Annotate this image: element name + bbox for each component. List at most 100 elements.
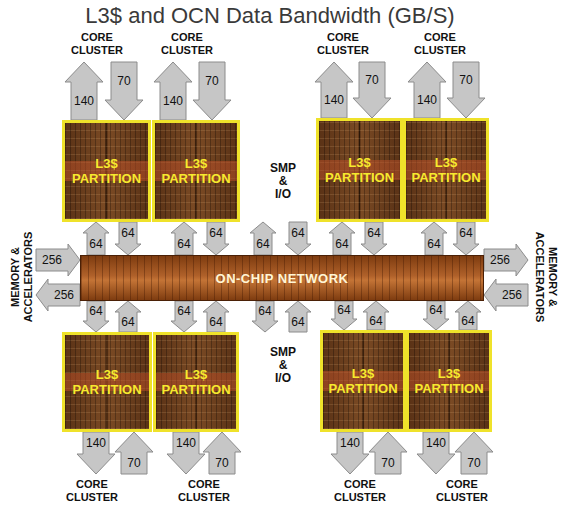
bandwidth-value: 140 — [417, 94, 437, 107]
bandwidth-value: 64 — [335, 238, 348, 251]
bandwidth-arrow — [203, 432, 241, 474]
partition-label: L3$ PARTITION — [409, 366, 489, 396]
bandwidth-value: 64 — [177, 305, 190, 318]
bandwidth-arrow — [115, 301, 141, 332]
arrow-group — [36, 62, 528, 474]
bandwidth-value: 64 — [258, 305, 271, 318]
l3-partition: L3$ PARTITION — [153, 332, 239, 432]
core-cluster-label: CORE CLUSTER — [431, 478, 493, 504]
bandwidth-arrow — [315, 62, 353, 118]
bandwidth-value: 64 — [427, 238, 440, 251]
bandwidth-arrow — [115, 432, 153, 474]
bandwidth-arrow — [285, 222, 311, 255]
bandwidth-arrow — [252, 301, 278, 332]
network-label: ON-CHIP NETWORK — [216, 271, 349, 286]
bandwidth-arrow — [361, 222, 387, 255]
bandwidth-value: 140 — [74, 95, 94, 108]
bandwidth-value: 70 — [205, 75, 218, 88]
bandwidth-value: 70 — [381, 457, 394, 470]
bandwidth-value: 256 — [54, 289, 74, 302]
bandwidth-value: 64 — [256, 238, 269, 251]
partition-label: L3$ PARTITION — [156, 367, 236, 397]
bandwidth-arrow — [203, 301, 229, 332]
bandwidth-arrow — [171, 222, 197, 255]
bandwidth-arrow — [484, 279, 528, 311]
l3-partition: L3$ PARTITION — [403, 118, 489, 222]
bandwidth-value: 64 — [121, 227, 134, 240]
bandwidth-value: 64 — [429, 304, 442, 317]
partition-label: L3$ PARTITION — [156, 156, 236, 186]
bandwidth-arrow — [36, 244, 80, 276]
bandwidth-value: 70 — [215, 457, 228, 470]
l3-partition: L3$ PARTITION — [320, 330, 406, 432]
bandwidth-value: 64 — [89, 305, 102, 318]
bandwidth-value: 70 — [467, 457, 480, 470]
partition-label: L3$ PARTITION — [406, 155, 486, 185]
bandwidth-arrow — [331, 301, 357, 330]
core-cluster-label: CORE CLUSTER — [409, 31, 471, 57]
bandwidth-arrow — [408, 62, 446, 118]
partition-label: L3$ PARTITION — [320, 155, 400, 185]
bandwidth-arrow — [417, 432, 455, 474]
bandwidth-value: 64 — [89, 238, 102, 251]
bandwidth-value: 64 — [177, 238, 190, 251]
bandwidth-value: 64 — [291, 227, 304, 240]
bandwidth-arrow — [115, 222, 141, 255]
bandwidth-value: 140 — [340, 437, 360, 450]
bandwidth-arrow — [353, 62, 391, 118]
l3-partition: L3$ PARTITION — [62, 332, 152, 432]
bandwidth-value: 256 — [502, 289, 522, 302]
bandwidth-value: 140 — [324, 94, 344, 107]
core-cluster-label: CORE CLUSTER — [312, 31, 374, 57]
bandwidth-arrow — [455, 301, 481, 330]
bandwidth-value: 64 — [121, 316, 134, 329]
bandwidth-arrow — [447, 62, 485, 118]
bandwidth-value: 70 — [365, 74, 378, 87]
l3-partition: L3$ PARTITION — [152, 120, 240, 222]
bandwidth-arrow — [105, 62, 143, 120]
bandwidth-arrow — [331, 432, 369, 474]
bandwidth-value: 140 — [86, 437, 106, 450]
bandwidth-value: 64 — [367, 227, 380, 240]
bandwidth-arrow — [421, 222, 447, 255]
bandwidth-arrow — [171, 301, 197, 332]
bandwidth-arrow — [167, 432, 205, 474]
l3-partition: L3$ PARTITION — [406, 330, 492, 432]
bandwidth-arrow — [65, 62, 103, 120]
bandwidth-arrow — [329, 222, 355, 255]
port-label: MEMORY & ACCELERATORS — [9, 227, 35, 327]
diagram-title: L3$ and OCN Data Bandwidth (GB/S) — [0, 3, 540, 29]
bandwidth-arrow — [363, 301, 389, 330]
bandwidth-arrow — [83, 301, 109, 332]
port-label: SMP & I/O — [263, 346, 303, 385]
bandwidth-value: 64 — [369, 315, 382, 328]
bandwidth-arrow — [453, 222, 479, 255]
bandwidth-value: 70 — [459, 74, 472, 87]
bandwidth-arrow — [77, 432, 115, 474]
bandwidth-value: 64 — [291, 316, 304, 329]
core-cluster-label: CORE CLUSTER — [66, 31, 128, 57]
bandwidth-arrow — [83, 222, 109, 255]
bandwidth-arrow — [455, 432, 493, 474]
bandwidth-value: 140 — [176, 437, 196, 450]
bandwidth-arrow — [203, 222, 229, 255]
bandwidth-value: 64 — [209, 227, 222, 240]
bandwidth-arrow — [369, 432, 407, 474]
bandwidth-arrow — [36, 279, 80, 311]
bandwidth-value: 70 — [127, 457, 140, 470]
bandwidth-arrow — [193, 62, 231, 120]
bandwidth-arrow — [423, 301, 449, 330]
bandwidth-value: 256 — [490, 254, 510, 267]
bandwidth-value: 70 — [117, 75, 130, 88]
bandwidth-value: 64 — [461, 315, 474, 328]
bandwidth-arrow — [285, 301, 311, 332]
bandwidth-value: 64 — [209, 316, 222, 329]
on-chip-network: ON-CHIP NETWORK — [80, 255, 484, 301]
bandwidth-value: 140 — [163, 95, 183, 108]
bandwidth-arrow — [250, 222, 276, 255]
bandwidth-arrow — [154, 62, 192, 120]
port-label: MEMORY & ACCELERATORS — [533, 227, 559, 327]
partition-label: L3$ PARTITION — [67, 156, 147, 186]
